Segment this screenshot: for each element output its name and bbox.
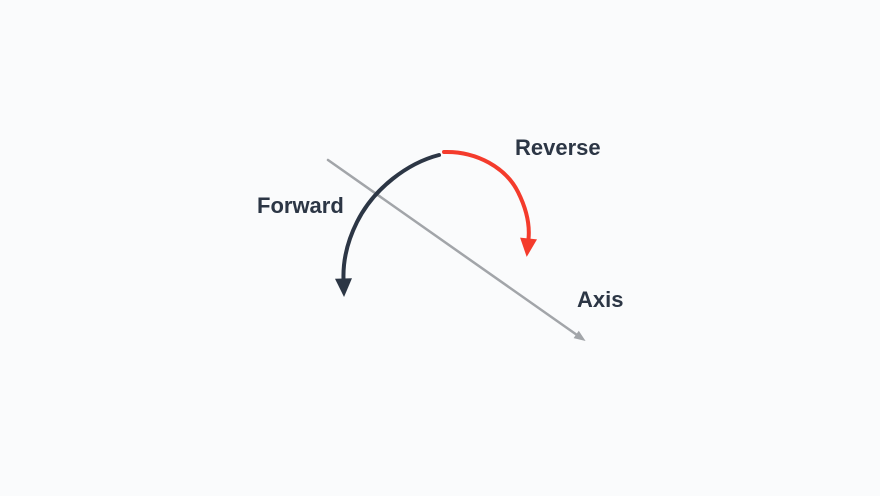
axis-arrow <box>326 158 586 342</box>
reverse-label: Reverse <box>515 135 601 160</box>
forward-arrow <box>334 153 441 297</box>
axis-label: Axis <box>577 287 624 312</box>
forward-label: Forward <box>257 193 344 218</box>
reverse-arrow <box>442 149 538 257</box>
